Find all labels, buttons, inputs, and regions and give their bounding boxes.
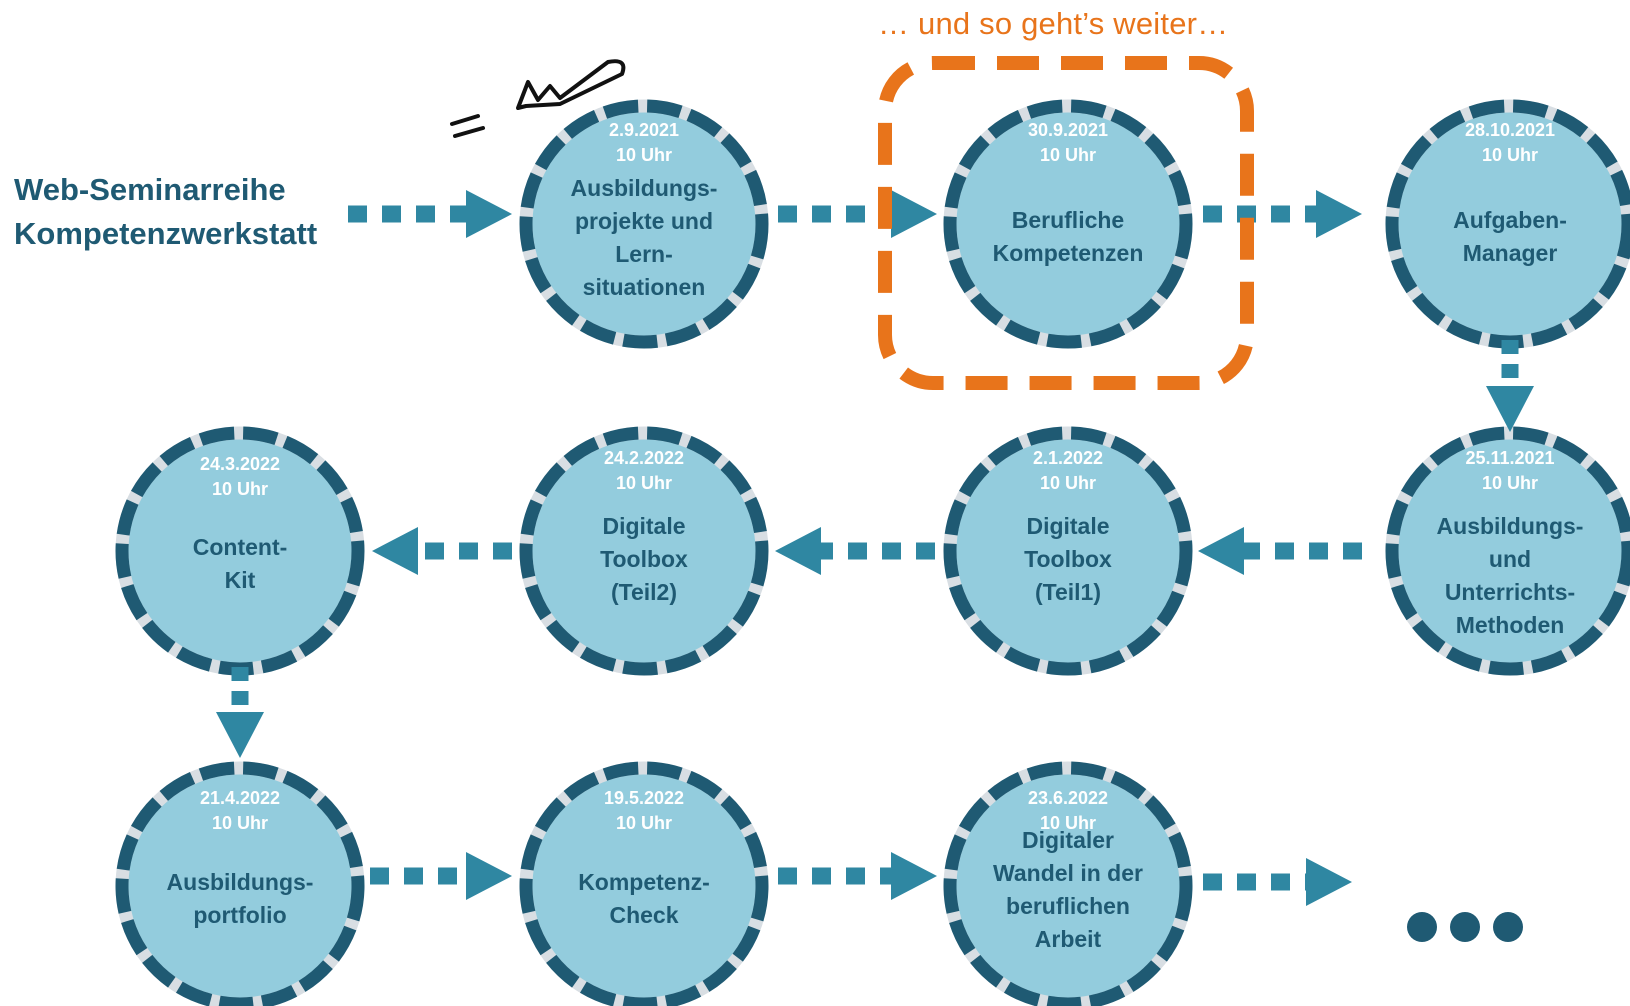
session-time: 10 Uhr xyxy=(1039,145,1097,165)
session-title: Content- Kit xyxy=(130,531,350,597)
flow-arrow xyxy=(1198,527,1362,575)
ellipsis-icon xyxy=(1407,912,1536,947)
callout-label: … und so geht’s weiter… xyxy=(878,6,1229,41)
session-title-line: Kit xyxy=(224,567,256,593)
session-title-line: Digitale xyxy=(1026,513,1110,539)
session-time: 10 Uhr xyxy=(1039,813,1097,833)
session-title-line: Methoden xyxy=(1455,612,1565,638)
session-title-line: Berufliche xyxy=(1011,207,1125,233)
session-title-line: Lern- xyxy=(615,241,673,267)
session-date: 23.6.2022 xyxy=(1027,788,1109,808)
session-title-line: Wandel in der xyxy=(993,860,1143,886)
session-date: 24.3.2022 xyxy=(199,454,281,474)
session-title-line: Check xyxy=(609,902,679,928)
session-date: 2.9.2021 xyxy=(608,120,680,140)
session-date: 28.10.2021 xyxy=(1464,120,1556,140)
airplane-icon xyxy=(450,59,626,138)
session-date: 24.2.2022 xyxy=(603,448,685,468)
session-circle xyxy=(519,99,769,349)
session-title-line: Content- xyxy=(192,534,288,560)
flow-arrow xyxy=(372,527,512,575)
flow-arrow xyxy=(216,667,264,758)
session-date: 21.4.2022 xyxy=(199,788,281,808)
session-title-line: projekte und xyxy=(574,208,713,234)
session-title-line: Digitaler xyxy=(1021,827,1115,853)
highlight-callout-frame xyxy=(878,56,1254,390)
session-circle xyxy=(943,426,1193,676)
session-title-line: Digitale xyxy=(602,513,686,539)
series-title-line-1: Web-Seminarreihe xyxy=(14,172,286,207)
session-date: 30.9.2021 xyxy=(1027,120,1109,140)
session-circle xyxy=(115,761,365,1006)
session-title-line: Kompetenzen xyxy=(992,240,1144,266)
session-title-line: und xyxy=(1488,546,1532,572)
session-title-line: (Teil1) xyxy=(1034,579,1102,605)
session-title-line: Unterrichts- xyxy=(1444,579,1576,605)
session-title-line: beruflichen xyxy=(1006,893,1130,919)
session-time: 10 Uhr xyxy=(615,813,673,833)
session-title-line: Arbeit xyxy=(1034,926,1102,952)
session-time: 10 Uhr xyxy=(211,479,269,499)
series-title-line-2: Kompetenzwerkstatt xyxy=(14,216,318,251)
session-title: Aufgaben- Manager xyxy=(1400,204,1620,270)
session-title: Ausbildungs-portfolio xyxy=(130,866,350,932)
session-date: 25.11.2021 xyxy=(1465,448,1555,468)
flow-arrow xyxy=(775,527,935,575)
flow-arrow xyxy=(1203,858,1352,906)
session-title-line: Manager xyxy=(1462,240,1558,266)
session-circle xyxy=(1385,426,1630,676)
session-title-line: Toolbox xyxy=(1024,546,1112,572)
session-title-line: portfolio xyxy=(193,902,287,928)
session-circle xyxy=(519,761,769,1006)
session-circle xyxy=(943,99,1193,349)
flow-arrow xyxy=(370,852,512,900)
flow-arrow xyxy=(348,190,512,238)
session-title-line: Toolbox xyxy=(600,546,688,572)
session-title-line: Aufgaben- xyxy=(1453,207,1567,233)
session-title-line: Ausbildungs- xyxy=(166,869,314,895)
session-title: Kompetenz- Check xyxy=(534,866,754,932)
session-time: 10 Uhr xyxy=(1481,473,1539,493)
series-title: Web-Seminarreihe Kompetenzwerkstatt xyxy=(14,168,317,256)
session-date: 19.5.2022 xyxy=(603,788,685,808)
session-title-line: Ausbildungs- xyxy=(1436,513,1584,539)
session-title-line: situationen xyxy=(582,274,706,300)
flow-arrow xyxy=(1486,340,1534,432)
session-time: 10 Uhr xyxy=(1039,473,1097,493)
session-circle xyxy=(519,426,769,676)
flow-arrow xyxy=(778,190,937,238)
session-time: 10 Uhr xyxy=(1481,145,1539,165)
session-title-line: Ausbildungs- xyxy=(570,175,718,201)
flow-arrow xyxy=(1203,190,1362,238)
session-circle xyxy=(943,761,1193,1006)
session-time: 10 Uhr xyxy=(615,473,673,493)
session-time: 10 Uhr xyxy=(615,145,673,165)
session-time: 10 Uhr xyxy=(211,813,269,833)
session-title-line: Kompetenz- xyxy=(578,869,710,895)
session-title-line: (Teil2) xyxy=(610,579,678,605)
session-date: 2.1.2022 xyxy=(1032,448,1104,468)
flow-arrow xyxy=(778,852,937,900)
